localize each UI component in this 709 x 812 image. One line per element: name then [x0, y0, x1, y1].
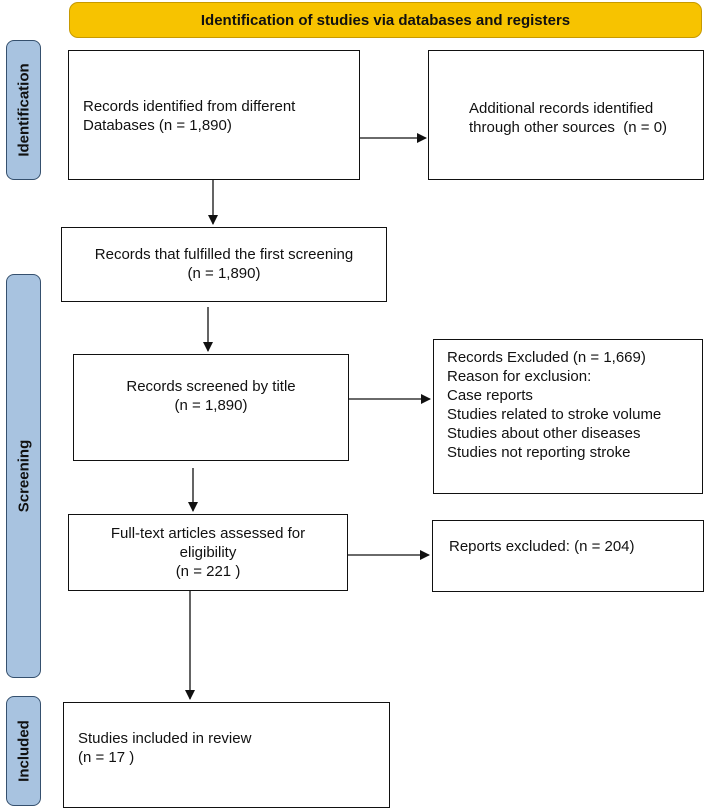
box-line: Studies related to stroke volume: [447, 406, 662, 423]
box-line: Records Excluded (n = 1,669): [447, 349, 646, 366]
box-records-excluded: Records Excluded (n = 1,669) Reason for …: [433, 339, 703, 494]
box-line: (n = 17 ): [78, 749, 135, 766]
box-line: Records identified from different: [83, 98, 296, 115]
box-line: (n = 1,890): [187, 265, 261, 282]
box-line: Studies included in review: [78, 730, 252, 747]
box-line: Reports excluded: (n = 204): [449, 538, 635, 555]
box-line: Databases (n = 1,890): [83, 117, 232, 134]
box-line: Additional records identified: [469, 100, 654, 117]
stage-identification: Identification: [6, 40, 41, 180]
box-line: Studies not reporting stroke: [447, 444, 631, 461]
header-title: Identification of studies via databases …: [200, 11, 571, 29]
box-line: Full-text articles assessed for: [110, 525, 306, 542]
box-line: (n = 1,890): [174, 397, 248, 414]
box-line: Studies about other diseases: [447, 425, 641, 442]
stage-included: Included: [6, 696, 41, 806]
box-line: Records screened by title: [126, 378, 296, 395]
box-records-identified: Records identified from different Databa…: [68, 50, 360, 180]
box-line: Reason for exclusion:: [447, 368, 592, 385]
box-line: (n = 221 ): [175, 563, 241, 580]
box-first-screening: Records that fulfilled the first screeni…: [61, 227, 387, 302]
stage-screening: Screening: [6, 274, 41, 678]
header-banner: Identification of studies via databases …: [69, 2, 702, 38]
box-reports-excluded: Reports excluded: (n = 204): [432, 520, 704, 592]
box-additional-records: Additional records identified through ot…: [428, 50, 704, 180]
box-full-text-assessed: Full-text articles assessed for eligibil…: [68, 514, 348, 591]
box-line: Case reports: [447, 387, 533, 404]
box-screened-by-title: Records screened by title (n = 1,890): [73, 354, 349, 461]
box-line: through other sources (n = 0): [469, 119, 668, 136]
box-studies-included: Studies included in review (n = 17 ): [63, 702, 390, 808]
box-line: eligibility: [179, 544, 237, 561]
box-line: Records that fulfilled the first screeni…: [94, 246, 354, 263]
